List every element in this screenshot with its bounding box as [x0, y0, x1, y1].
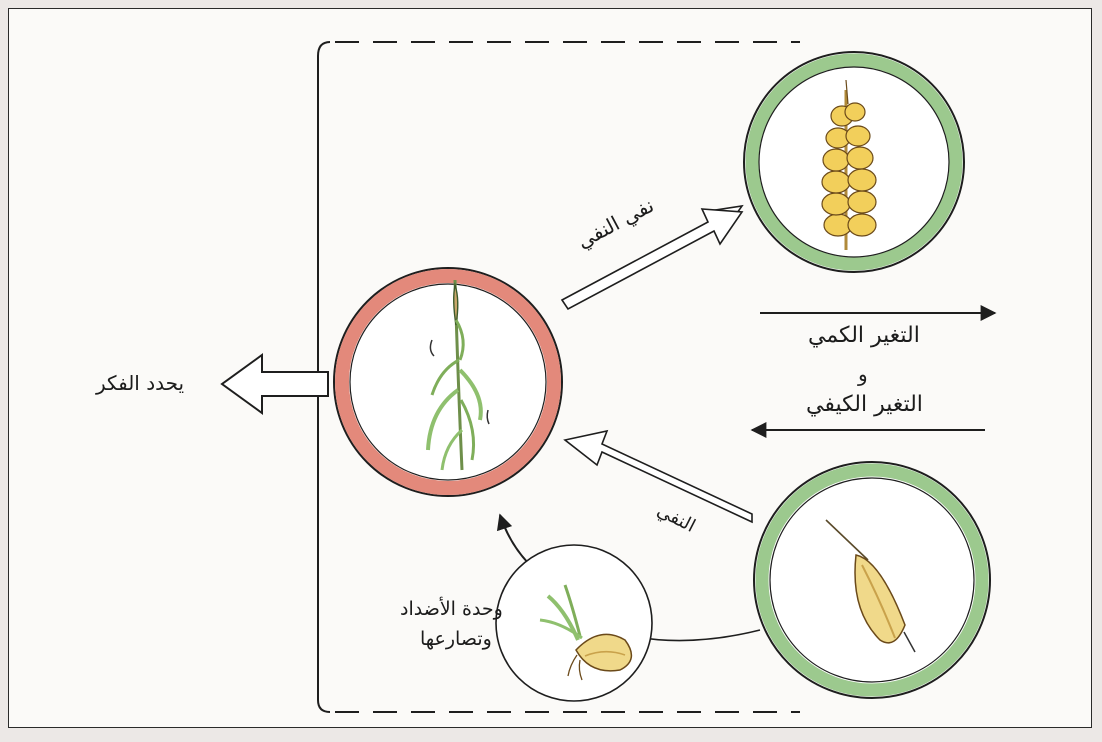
wheat-ear-circle: [744, 52, 964, 272]
unity-of-opposites-label-line1: وحدة الأضداد: [400, 598, 503, 620]
sprouting-seed-circle: [496, 545, 652, 701]
unity-of-opposites-label-line2: وتصارعها: [420, 628, 492, 650]
and-label: و: [858, 362, 868, 386]
qualitative-change-label: التغير الكيفي: [806, 392, 923, 417]
negation-of-negation-arrow: [562, 206, 742, 309]
young-plant-circle: [334, 268, 562, 496]
wheat-grain-circle: [754, 462, 990, 698]
limits-thought-arrow: [222, 355, 328, 413]
quantitative-change-label: التغير الكمي: [808, 323, 920, 348]
limits-thought-label: يحدد الفكر: [96, 371, 184, 395]
